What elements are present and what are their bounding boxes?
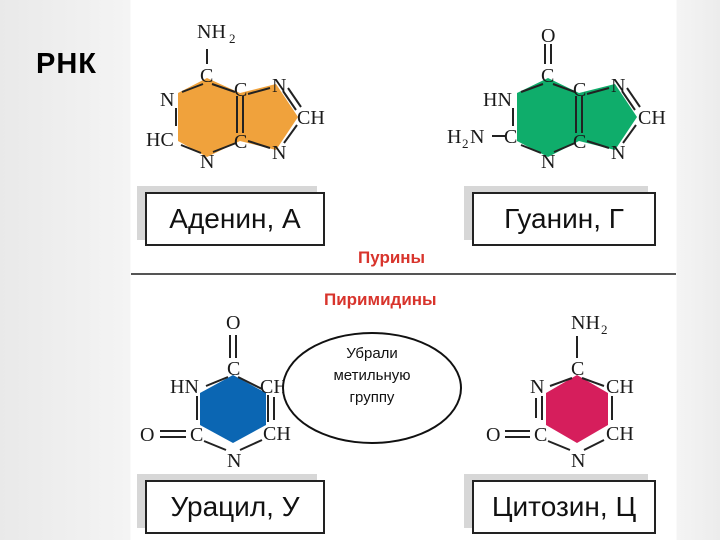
guanine-h2n-n: N — [470, 126, 484, 148]
guanine-hn: HN — [483, 89, 512, 111]
adenine-label-box: Аденин, А — [145, 192, 325, 246]
guanine-label: Гуанин, Г — [504, 203, 624, 234]
uracil-ring — [200, 375, 266, 443]
cytosine-nh2-label: NH — [571, 312, 600, 334]
cytosine-c-top: C — [571, 358, 584, 380]
note-text: Убрали метильную группу — [333, 345, 411, 406]
guanine-c-left: C — [504, 126, 517, 148]
pyrimidines-label: Пиримидины — [324, 290, 437, 309]
adenine-six-ring — [178, 78, 240, 157]
guanine-c-bottom: C — [573, 131, 586, 153]
uracil-label: Урацил, У — [170, 491, 300, 522]
purines-label: Пурины — [358, 248, 426, 267]
uracil-ch-lower: CH — [263, 423, 291, 445]
cytosine-ch-upper: CH — [606, 376, 634, 398]
cytosine-label-box: Цитозин, Ц — [472, 480, 656, 534]
adenine-c-top: C — [200, 65, 213, 87]
guanine-n-bottom: N — [541, 151, 555, 173]
adenine-n-left: N — [160, 89, 174, 111]
cytosine-ring — [546, 375, 608, 443]
guanine-o-top: O — [541, 25, 555, 47]
adenine-ch: CH — [297, 107, 325, 129]
uracil-hn: HN — [170, 376, 199, 398]
guanine-five-ring — [579, 84, 637, 150]
uracil-n-bottom: N — [227, 450, 241, 472]
adenine-n-top: N — [272, 75, 286, 97]
adenine-label: Аденин, А — [169, 203, 301, 234]
adenine-c-bottom: C — [234, 131, 247, 153]
cytosine-n-bottom: N — [571, 450, 585, 472]
uracil-o-top: O — [226, 312, 240, 334]
uracil-ch-upper: CH — [260, 376, 288, 398]
guanine-c-top: C — [541, 65, 554, 87]
adenine-nh2-label: NH — [197, 21, 226, 43]
cytosine-ch-lower: CH — [606, 423, 634, 445]
uracil-label-box: Урацил, У — [145, 480, 325, 534]
guanine-n-bottom-right: N — [611, 142, 625, 164]
cytosine-c-left: C — [534, 424, 547, 446]
purine-pyrimidine-divider — [131, 273, 676, 275]
guanine-six-ring — [517, 78, 579, 157]
cytosine-nh2-subscript: 2 — [601, 322, 608, 337]
adenine-nh2-subscript: 2 — [229, 31, 236, 46]
guanine-c-right: C — [573, 79, 586, 101]
guanine-h2n-h: H — [447, 126, 461, 148]
adenine-n-bottom-right: N — [272, 142, 286, 164]
uracil-o-left: O — [140, 424, 154, 446]
uracil-c-top: C — [227, 358, 240, 380]
cytosine-label: Цитозин, Ц — [491, 491, 637, 522]
adenine-n-bottom: N — [200, 151, 214, 173]
adenine-c-right: C — [234, 79, 247, 101]
note-ellipse — [282, 332, 462, 444]
cytosine-n-left: N — [530, 376, 544, 398]
cytosine-o-left: O — [486, 424, 500, 446]
guanine-h2n-subscript: 2 — [462, 136, 469, 151]
uracil-c-left: C — [190, 424, 203, 446]
guanine-n-top: N — [611, 75, 625, 97]
guanine-label-box: Гуанин, Г — [472, 192, 656, 246]
guanine-ch: CH — [638, 107, 666, 129]
slide-title: РНК — [36, 48, 97, 80]
adenine-five-ring — [240, 84, 298, 150]
adenine-hc: HC — [146, 129, 174, 151]
